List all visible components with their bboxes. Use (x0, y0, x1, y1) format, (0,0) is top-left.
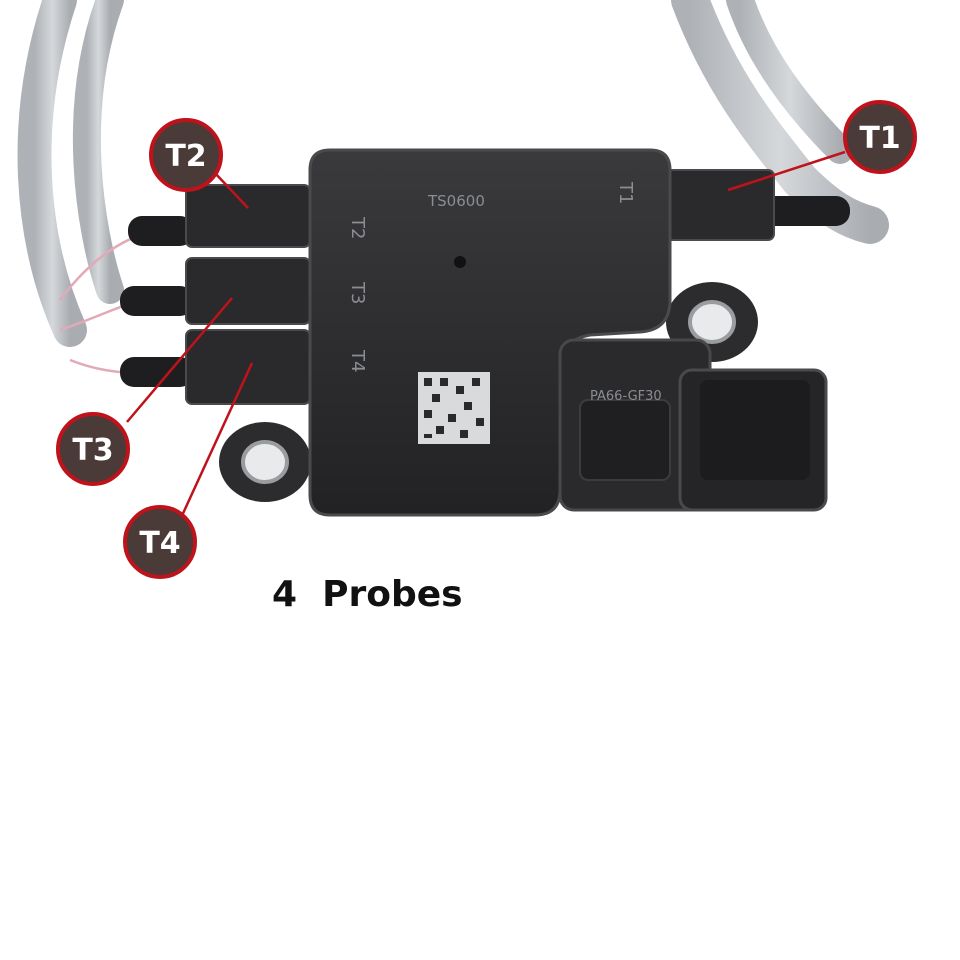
leader-t3 (126, 297, 233, 423)
port-label-t2: T2 (347, 216, 368, 239)
cable-left-inner (72, 0, 124, 304)
callout-t3-label: T3 (72, 433, 113, 468)
callout-t4-label: T4 (139, 526, 180, 561)
material-mark-text: PA66-GF30 (590, 389, 662, 404)
leader-t2 (213, 171, 249, 209)
port-label-t1: T1 (615, 181, 636, 204)
callout-t4: T4 (123, 505, 197, 579)
callout-t2-label: T2 (165, 139, 206, 174)
center-marker (454, 256, 466, 268)
leader-t4 (178, 362, 254, 521)
callout-t3: T3 (56, 412, 130, 486)
callout-t1: T1 (843, 100, 917, 174)
probe-sockets (185, 169, 775, 405)
callout-t2: T2 (149, 118, 223, 192)
leader-lines (126, 150, 846, 521)
cable-right-inner (726, 0, 854, 164)
cable-left-outer (17, 0, 87, 347)
cables (17, 0, 889, 347)
callout-t1-label: T1 (859, 121, 900, 156)
port-label-t3: T3 (347, 281, 368, 304)
caption-probes: 4 Probes (272, 574, 463, 615)
datamatrix-code (418, 372, 490, 444)
leader-t1 (727, 150, 846, 192)
electrical-connector (558, 338, 828, 512)
port-label-t4: T4 (347, 349, 368, 372)
part-number-text: TS0600 (427, 192, 485, 210)
